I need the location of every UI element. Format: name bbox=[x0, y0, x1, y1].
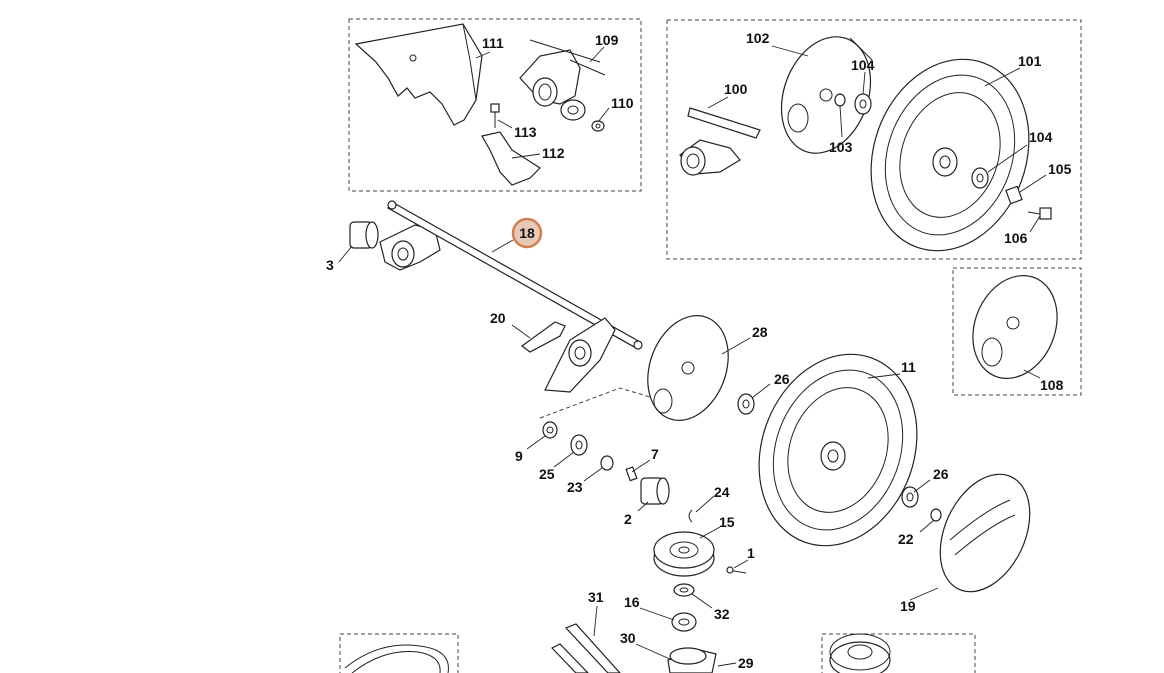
group-box-top-left bbox=[348, 18, 642, 192]
cover-108-part bbox=[972, 275, 1058, 379]
callout-32[interactable]: 32 bbox=[714, 606, 730, 622]
bearing-25-part bbox=[570, 434, 588, 456]
group-box-top-right bbox=[666, 19, 1082, 260]
pulley-15-part bbox=[653, 531, 715, 577]
nut-105-part bbox=[1005, 185, 1023, 205]
bracket-left-part bbox=[379, 224, 441, 271]
callout-109[interactable]: 109 bbox=[595, 32, 619, 48]
callout-29[interactable]: 29 bbox=[738, 655, 754, 671]
callout-111[interactable]: 111 bbox=[482, 35, 504, 51]
callout-1[interactable]: 1 bbox=[747, 545, 755, 561]
callout-20[interactable]: 20 bbox=[490, 310, 506, 326]
assembly-line-1 bbox=[539, 387, 661, 419]
washer-103-part bbox=[834, 93, 846, 107]
callout-24[interactable]: 24 bbox=[714, 484, 730, 500]
wheel-101-part bbox=[870, 58, 1030, 252]
callout-2[interactable]: 2 bbox=[624, 511, 632, 527]
pinion-3-part bbox=[349, 221, 379, 249]
callout-26b[interactable]: 26 bbox=[933, 466, 949, 482]
axle-18-part bbox=[387, 200, 643, 350]
callout-104a[interactable]: 104 bbox=[851, 57, 875, 73]
callout-101[interactable]: 101 bbox=[1018, 53, 1042, 69]
bracket-109-part bbox=[519, 39, 606, 107]
callout-23[interactable]: 23 bbox=[567, 479, 583, 495]
bearing-104b-part bbox=[971, 167, 989, 189]
callout-16[interactable]: 16 bbox=[624, 594, 640, 610]
callout-25[interactable]: 25 bbox=[539, 466, 555, 482]
bearing-26a-part bbox=[737, 393, 755, 415]
callout-3[interactable]: 3 bbox=[326, 257, 334, 273]
group-box-cover-108 bbox=[952, 267, 1082, 396]
callout-18[interactable]: 18 bbox=[519, 225, 535, 241]
washer-22-part bbox=[930, 508, 942, 522]
pulley-lower-right-part bbox=[829, 633, 891, 673]
bracket-112-part bbox=[481, 131, 541, 186]
washer-9-part bbox=[542, 421, 558, 439]
washer-32-part bbox=[673, 583, 695, 597]
callout-108[interactable]: 108 bbox=[1040, 377, 1064, 393]
callout-11[interactable]: 11 bbox=[901, 359, 916, 375]
bushing-16-part bbox=[671, 612, 697, 632]
callout-106[interactable]: 106 bbox=[1004, 230, 1028, 246]
key-7-part bbox=[625, 466, 638, 482]
callout-18-highlighted[interactable]: 18 bbox=[511, 217, 543, 249]
cover-19-part bbox=[939, 473, 1031, 593]
pinion-2-part bbox=[640, 477, 670, 505]
rods-31-part bbox=[551, 623, 621, 673]
bearing-26b-part bbox=[901, 486, 919, 508]
callout-28[interactable]: 28 bbox=[752, 324, 768, 340]
callout-103[interactable]: 103 bbox=[829, 139, 853, 155]
washer-110-part bbox=[591, 120, 605, 132]
callout-112[interactable]: 112 bbox=[542, 145, 565, 161]
callout-15[interactable]: 15 bbox=[719, 514, 735, 530]
cover-28-part bbox=[647, 315, 729, 421]
callout-19[interactable]: 19 bbox=[900, 598, 916, 614]
bolt-106-part bbox=[1027, 207, 1052, 220]
gear-small-part bbox=[560, 99, 586, 121]
cover-102-part bbox=[780, 36, 873, 154]
highlight-ring bbox=[511, 217, 543, 249]
callout-104b[interactable]: 104 bbox=[1029, 129, 1053, 145]
callout-110[interactable]: 110 bbox=[611, 95, 634, 111]
callout-113[interactable]: 113 bbox=[514, 124, 537, 140]
screw-113-part bbox=[490, 103, 500, 128]
bearing-104a-part bbox=[854, 93, 872, 115]
clip-24-part bbox=[688, 509, 693, 523]
callout-9[interactable]: 9 bbox=[515, 448, 523, 464]
wheel-11-part bbox=[758, 353, 918, 547]
pin-1-part bbox=[726, 566, 747, 574]
callout-22[interactable]: 22 bbox=[898, 531, 914, 547]
callout-105[interactable]: 105 bbox=[1048, 161, 1072, 177]
group-box-bottom-right bbox=[821, 633, 976, 673]
leader-lines bbox=[338, 45, 1047, 667]
bracket-right-part bbox=[544, 317, 616, 393]
callout-30[interactable]: 30 bbox=[620, 630, 636, 646]
axle-100-part bbox=[679, 107, 761, 176]
belt-part bbox=[344, 644, 449, 673]
callout-31[interactable]: 31 bbox=[588, 589, 604, 605]
callout-100[interactable]: 100 bbox=[724, 81, 748, 97]
callout-26a[interactable]: 26 bbox=[774, 371, 790, 387]
callout-7[interactable]: 7 bbox=[651, 446, 659, 462]
belt-part-inner bbox=[351, 650, 441, 673]
lever-20-part bbox=[520, 321, 566, 353]
washer-23-part bbox=[600, 455, 614, 471]
group-box-bottom-left bbox=[339, 633, 459, 673]
cover-111-part bbox=[354, 23, 483, 126]
callout-102[interactable]: 102 bbox=[746, 30, 770, 46]
housing-30-part bbox=[667, 647, 717, 673]
